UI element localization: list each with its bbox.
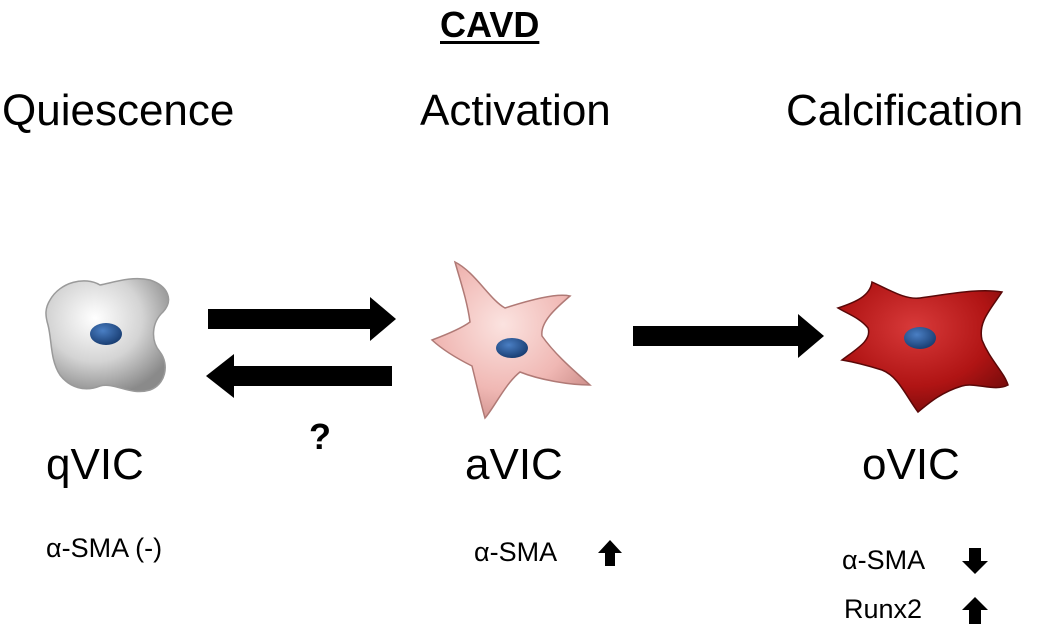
ovic-cell	[836, 280, 1009, 414]
qvic-marker-sma: α-SMA (-)	[46, 533, 163, 563]
ovic-runx2-up-arrow-icon	[962, 597, 988, 624]
arrow-avic-to-ovic	[633, 314, 824, 358]
avic-sma-up-arrow-icon	[598, 540, 622, 566]
ovic-marker-sma: α-SMA	[842, 545, 926, 575]
ovic-sma-down-arrow-icon	[962, 548, 988, 574]
stage-activation: Activation	[420, 86, 611, 135]
ovic-label: oVIC	[862, 440, 960, 489]
reverse-transition-question-mark: ?	[309, 416, 331, 457]
avic-label: aVIC	[465, 440, 563, 489]
avic-nucleus	[496, 338, 528, 358]
arrow-avic-to-qvic	[206, 354, 392, 398]
qvic-cell	[45, 277, 170, 393]
avic-marker-sma: α-SMA	[474, 537, 558, 567]
diagram-title: CAVD	[440, 4, 540, 45]
qvic-nucleus	[90, 323, 122, 345]
stage-quiescence: Quiescence	[2, 86, 235, 135]
qvic-label: qVIC	[46, 440, 144, 489]
avic-cell	[430, 260, 592, 420]
stage-calcification: Calcification	[786, 86, 1024, 135]
arrow-qvic-to-avic	[208, 297, 396, 341]
ovic-nucleus	[904, 327, 936, 349]
ovic-marker-runx2: Runx2	[844, 594, 923, 624]
